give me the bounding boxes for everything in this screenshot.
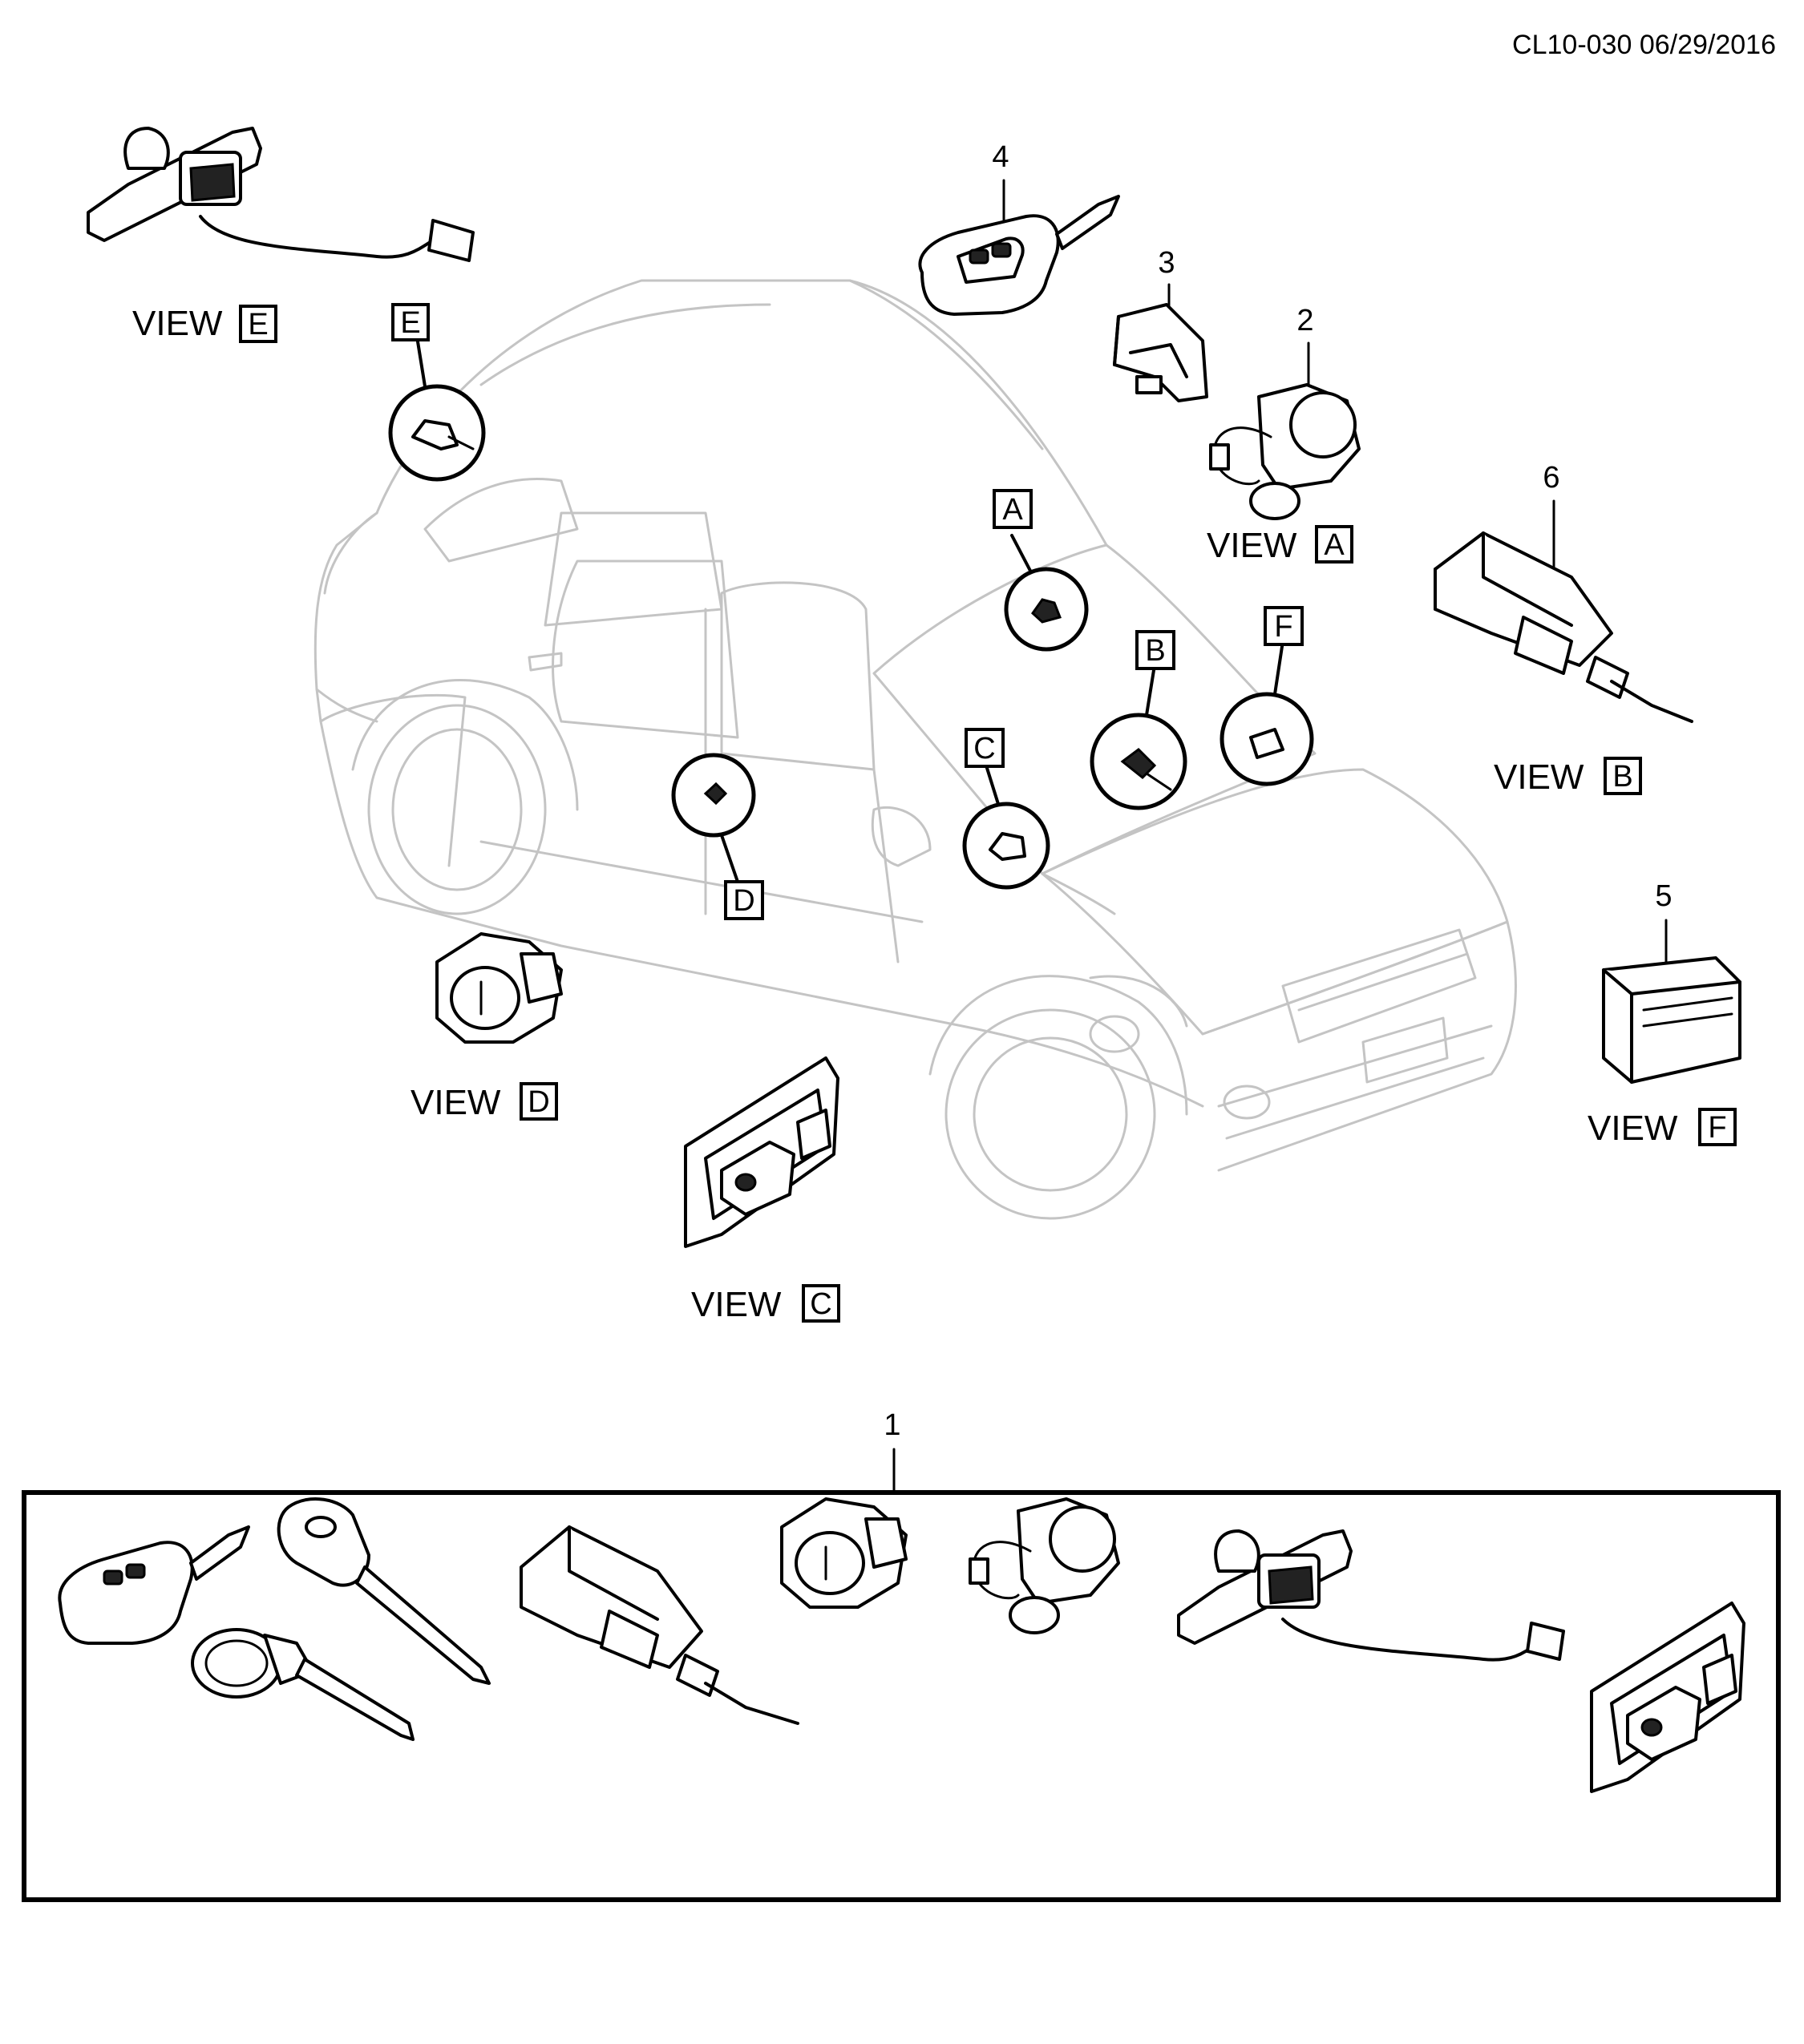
kit-door-handle-lock [1590,1602,1745,1793]
letter-d-car: D [733,884,754,918]
part-6-switch [1434,531,1693,723]
kit-door-lock [780,1497,908,1609]
letter-d-view: D [528,1085,549,1119]
view-a-label: VIEW [1207,526,1297,565]
letter-e-car: E [400,306,420,340]
letter-a-car: A [1002,493,1023,527]
kit-key-head [277,1497,491,1685]
kit-ignition-cylinder [969,1497,1120,1634]
letter-b-car: B [1145,634,1165,668]
kit-box [22,1490,1781,1902]
kit-tailgate-lock-harness [1177,1529,1565,1662]
vehicle-outline [313,279,1517,1220]
view-d-part [435,932,563,1044]
callout-a: A [993,489,1089,652]
part-4-label: 4 [992,140,1009,174]
part-3-component [1113,303,1208,402]
part-2-label: 2 [1296,304,1313,337]
view-e-label: VIEW [132,304,223,343]
callout-e: E [388,303,486,482]
view-b-label: VIEW [1494,757,1584,797]
letter-c-view: C [810,1287,831,1321]
part-1-label: 1 [884,1408,900,1442]
letter-c-car: C [973,732,995,765]
part-3-label: 3 [1158,246,1175,280]
kit-ignition-switch [520,1525,799,1725]
letter-e-view: E [248,308,268,341]
view-e-part [87,127,475,262]
callout-c: C [962,728,1050,890]
part-6-label: 6 [1543,461,1559,495]
letter-f-view: F [1708,1111,1726,1145]
letter-f-car: F [1274,610,1292,644]
view-f-label: VIEW [1588,1109,1678,1148]
kit-key-fob [58,1525,250,1645]
view-d-label: VIEW [411,1083,501,1122]
view-c-label: VIEW [691,1285,782,1324]
letter-a-view: A [1324,528,1345,562]
callout-f: F [1220,606,1314,786]
view-c-part [684,1056,839,1248]
diagram-code: CL10-030 06/29/2016 [1512,30,1776,60]
part-4-key-fob [918,195,1120,316]
kit-valet-key [191,1628,415,1741]
part-2-lock-cylinder [1209,383,1361,520]
part-5-module [1602,956,1741,1084]
letter-b-view: B [1612,760,1632,794]
callout-d: D [671,753,764,920]
callout-b: B [1090,630,1187,810]
part-5-label: 5 [1655,879,1672,913]
